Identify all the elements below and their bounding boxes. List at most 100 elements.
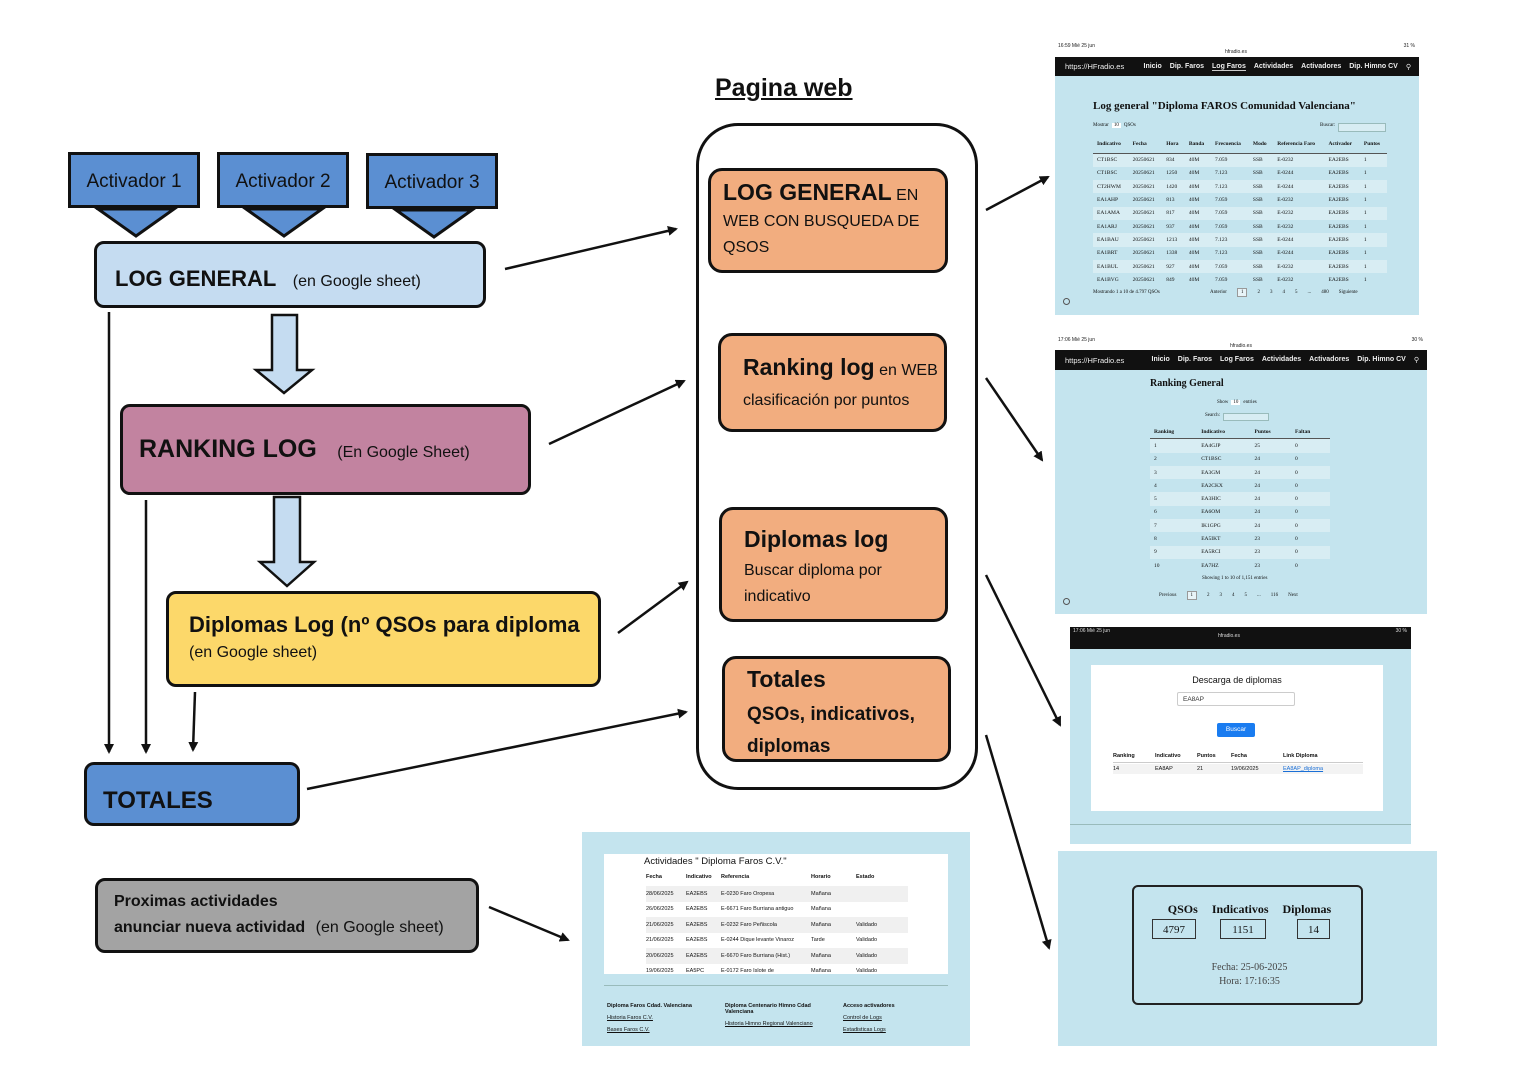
log-shot-page-link[interactable]: 480 [1321, 290, 1329, 295]
log-shot-page-link[interactable]: ... [1307, 290, 1312, 295]
rank-shot-nav-himno[interactable]: Dip. Himno CV [1357, 356, 1406, 363]
log-shot-column-header[interactable]: Indicativo [1097, 141, 1121, 148]
rank-shot-page-link[interactable]: 3 [1219, 593, 1223, 598]
rank-shot-page-link[interactable]: 4 [1232, 593, 1235, 598]
act-shot-table-cell: EA2EBS [686, 921, 708, 928]
log-shot-nav-log-faros[interactable]: Log Faros [1212, 62, 1246, 71]
rank-shot-nav-dip-faros[interactable]: Dip. Faros [1177, 356, 1213, 363]
rank-shot-page-link[interactable]: ... [1257, 593, 1261, 598]
dip-shot-column-header[interactable]: Indicativo [1155, 753, 1181, 759]
dip-shot-column-header[interactable]: Link Diploma [1283, 753, 1318, 759]
rank-shot-page-link[interactable]: 2 [1207, 593, 1210, 598]
act-shot-footer-link[interactable]: Historia Himno Regional Valenciano [725, 1021, 813, 1027]
log-shot-nav-dip-faros[interactable]: Dip. Faros [1169, 62, 1205, 70]
dip-shot-search-input[interactable]: EA8AP [1177, 692, 1295, 706]
log-shot-nav-himno[interactable]: Dip. Himno CV [1349, 62, 1398, 70]
log-shot-show-select[interactable]: 10 [1111, 123, 1121, 128]
log-shot-column-header[interactable]: Referencia Faro [1277, 141, 1316, 148]
log-shot-table-cell: 20250621 [1128, 153, 1163, 167]
log-shot-site[interactable]: https://HFradio.es [1065, 62, 1125, 71]
flow-arrow-ranking-to-diplomas [256, 495, 318, 588]
log-shot-nav-activadores[interactable]: Activadores [1301, 62, 1342, 70]
log-shot-page-link[interactable]: 4 [1282, 290, 1285, 295]
act-shot-footer-link[interactable]: Estadisticas Logs [843, 1027, 886, 1033]
rank-shot-table-cell: 23 [1250, 532, 1291, 546]
ranking-log-sub: (En Google Sheet) [337, 444, 470, 461]
act-shot-table-cell: E-0172 Faro Islote de [721, 968, 774, 972]
act-shot-table-cell: 20/06/2025 [646, 952, 674, 959]
search-icon[interactable]: ⚲ [1413, 357, 1419, 364]
rank-shot-table-cell: EA6OM [1197, 505, 1251, 520]
dip-shot-search-button[interactable]: Buscar [1217, 723, 1255, 737]
rank-shot-page-link[interactable]: 1 [1186, 591, 1197, 600]
rank-shot-page-link[interactable]: Previous [1159, 593, 1177, 598]
log-shot-column-header[interactable]: Modo [1252, 141, 1267, 148]
rank-shot-show-select[interactable]: 10 [1231, 400, 1241, 405]
rank-shot-table-cell: 24 [1250, 505, 1291, 520]
log-shot-table-cell: 834 [1162, 153, 1185, 167]
rank-shot-column-header[interactable]: Indicativo [1201, 428, 1226, 435]
dip-shot-column-header[interactable]: Ranking [1113, 753, 1135, 759]
search-icon[interactable]: ⚲ [1405, 63, 1411, 71]
log-shot-table-cell: EA2EBS [1324, 193, 1360, 207]
log-shot-table-cell: SSB [1248, 193, 1274, 207]
rank-shot-table-cell: EA2CKX [1197, 479, 1251, 493]
rank-shot-page-link[interactable]: Next [1288, 593, 1298, 598]
dip-shot-column-header[interactable]: Puntos [1197, 753, 1216, 759]
log-shot-page-link[interactable]: 5 [1294, 290, 1298, 295]
log-shot-column-header[interactable]: Activador [1328, 141, 1353, 148]
log-shot-page-link[interactable]: 3 [1269, 290, 1273, 295]
act-shot-column-header[interactable]: Referencia [721, 874, 750, 880]
act-shot-footer-link[interactable]: Bases Faros C.V. [607, 1027, 650, 1033]
rank-shot-table-cell: CT1BSC [1197, 452, 1251, 466]
rank-shot-nav-log-faros[interactable]: Log Faros [1220, 356, 1254, 363]
web-totales-title: Totales [747, 666, 826, 692]
act-shot-footer-link[interactable]: Historia Faros C.V. [607, 1015, 653, 1021]
act-shot-column-header[interactable]: Estado [856, 874, 875, 880]
act-shot-column-header[interactable]: Fecha [646, 874, 662, 880]
log-shot-page-link[interactable]: 1 [1236, 288, 1248, 297]
rank-shot-nav-actividades[interactable]: Actividades [1261, 356, 1302, 363]
log-shot-show: Mostrar 10 QSOs [1093, 123, 1136, 128]
log-shot-page-link[interactable]: Siguiente [1338, 290, 1358, 295]
rank-shot-nav-inicio[interactable]: Inicio [1151, 356, 1170, 363]
log-shot-nav-actividades[interactable]: Actividades [1253, 62, 1294, 70]
web-totales-box: Totales QSOs, indicativos, diplomas [722, 656, 951, 762]
log-shot-column-header[interactable]: Hora [1166, 141, 1179, 148]
act-shot-column-header[interactable]: Horario [811, 874, 831, 880]
act-shot-column-header[interactable]: Indicativo [686, 874, 712, 880]
activator-3-label: Activador 3 [384, 172, 480, 193]
log-shot-heading: Log general "Diploma FAROS Comunidad Val… [1093, 100, 1356, 112]
log-shot-column-header[interactable]: Fecha [1132, 141, 1147, 148]
log-shot-search-input[interactable] [1338, 123, 1387, 132]
log-shot-page-link[interactable]: 2 [1257, 290, 1260, 295]
rank-shot-page-link[interactable]: 5 [1244, 593, 1248, 598]
log-shot-table-cell: SSB [1248, 273, 1274, 287]
dip-shot-diploma-link[interactable]: EA8AP_diploma [1283, 766, 1324, 772]
log-shot-column-header[interactable]: Banda [1188, 141, 1205, 148]
log-shot-search-label: Buscar: [1320, 123, 1336, 128]
rank-shot-search-input[interactable] [1223, 413, 1269, 421]
rank-shot-column-header[interactable]: Faltan [1295, 428, 1311, 435]
rank-shot-page-link[interactable]: 116 [1270, 593, 1279, 598]
rank-shot-column-header[interactable]: Ranking [1154, 428, 1175, 435]
info-icon[interactable] [1063, 298, 1070, 305]
log-shot-page-link[interactable]: Anterior [1210, 290, 1227, 295]
log-shot-nav-inicio[interactable]: Inicio [1143, 62, 1162, 70]
diplomas-log-sub: (en Google sheet) [189, 644, 318, 661]
dip-shot-column-header[interactable]: Fecha [1231, 753, 1247, 759]
rank-shot-site[interactable]: https://HFradio.es [1065, 355, 1125, 365]
act-shot-footer-link[interactable]: Control de Logs [843, 1015, 882, 1021]
rank-shot-nav-activadores[interactable]: Activadores [1309, 356, 1350, 363]
log-shot-table-cell: EA2EBS [1324, 166, 1360, 181]
log-shot-column-header[interactable]: Frecuencia [1214, 141, 1241, 148]
info-icon[interactable] [1063, 598, 1070, 605]
log-shot-column-header[interactable]: Puntos [1363, 141, 1381, 148]
rank-shot-column-header[interactable]: Puntos [1254, 428, 1271, 435]
